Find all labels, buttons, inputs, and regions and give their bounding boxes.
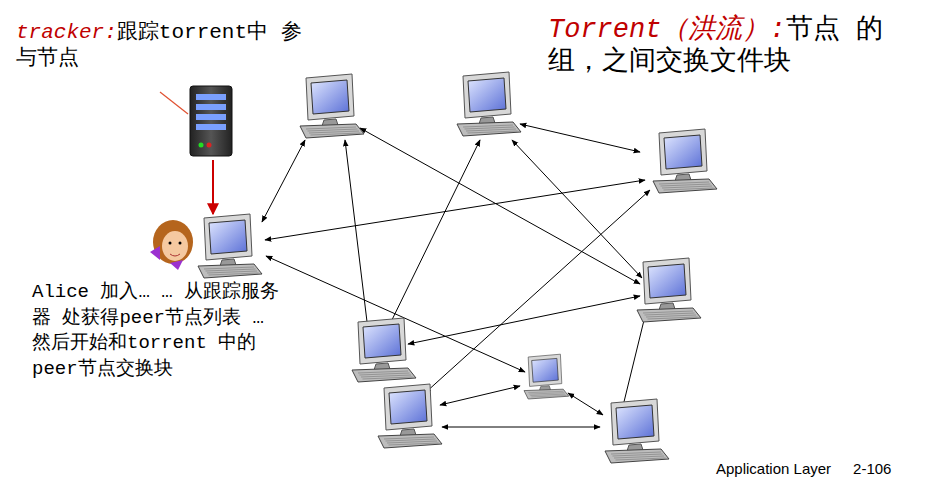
footer-text: Application Layer: [716, 460, 831, 477]
exchange-arrow: [425, 190, 650, 393]
peer-computer: [378, 384, 442, 448]
alice-note: Alice 加入… … 从跟踪服务器 处获得peer节点列表 … 然后开始和to…: [32, 280, 294, 383]
peer-computer: [198, 214, 262, 278]
exchange-arrow: [360, 128, 640, 284]
peer-computer: [457, 72, 521, 136]
note-text: Alice 加入… … 从跟踪服务器 处获得peer节点列表 … 然后开始和to…: [32, 281, 279, 380]
term-label: Torrent（洪流）:: [548, 15, 786, 45]
tracker-server: [190, 86, 232, 156]
peer-computer: [653, 129, 717, 193]
exchange-arrow: [266, 256, 525, 372]
exchange-arrow: [442, 427, 600, 428]
exchange-arrow: [387, 140, 480, 330]
exchange-arrow: [262, 140, 305, 222]
exchange-arrow: [512, 140, 642, 278]
peer-computer: [637, 258, 701, 322]
peer-computers: [198, 72, 717, 463]
exchange-arrow: [345, 140, 368, 330]
exchange-arrow: [440, 386, 520, 405]
page-number: 2-106: [853, 460, 891, 477]
exchange-arrow: [568, 393, 603, 415]
peer-computer: [524, 354, 569, 399]
term-label: tracker:: [16, 21, 117, 44]
torrent-note: Torrent（洪流）:节点 的组，之间交换文件块: [548, 14, 918, 79]
exchange-arrow: [520, 124, 640, 152]
alice-figure: [150, 220, 193, 270]
footer: Application Layer 2-106: [716, 460, 921, 478]
peer-links: [262, 124, 650, 427]
exchange-arrow: [265, 180, 645, 240]
peer-computer: [300, 74, 364, 138]
peer-computer: [605, 399, 669, 463]
peer-computer: [352, 318, 416, 382]
exchange-arrow: [408, 296, 640, 344]
exchange-arrow: [622, 312, 646, 410]
tracker-note: tracker:跟踪torrent中 参与节点: [16, 20, 316, 73]
leader-line: [160, 92, 188, 114]
tracker-arrow: [212, 160, 214, 214]
